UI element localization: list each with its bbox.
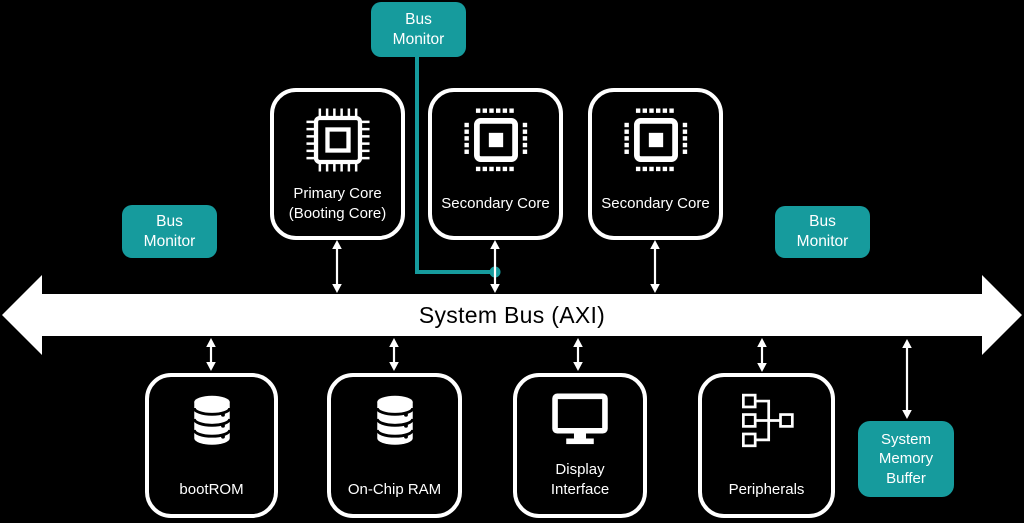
- system-memory-buffer: System Memory Buffer: [858, 421, 954, 497]
- secondary-core-1-label: Secondary Core: [441, 195, 550, 213]
- node-onchip-ram: On-Chip RAM: [327, 373, 462, 518]
- bus-monitor-right: Bus Monitor: [775, 206, 870, 258]
- node-peripherals: Peripherals: [698, 373, 835, 518]
- peripherals-label: Peripherals: [728, 481, 805, 499]
- connector-arrow-bootrom: [206, 338, 216, 371]
- cpu-chip-dots-icon: [463, 108, 527, 172]
- bus-monitor-left: Bus Monitor: [122, 205, 217, 258]
- connector-arrow-peripherals: [757, 338, 767, 372]
- bus-monitor-tap-line: [415, 56, 495, 274]
- onchip-ram-label: On-Chip RAM: [347, 481, 442, 499]
- node-secondary-core-1: Secondary Core: [428, 88, 563, 240]
- connector-arrow-display: [573, 338, 583, 371]
- bus-monitor-top: Bus Monitor: [371, 2, 466, 57]
- cpu-chip-pins-icon: [305, 108, 370, 172]
- display-interface-label: Display Interface: [550, 461, 610, 499]
- node-display-interface: Display Interface: [513, 373, 647, 518]
- hierarchy-icon: [741, 393, 794, 448]
- connector-arrow-onchip-ram: [389, 338, 399, 371]
- system-memory-buffer-label: System Memory Buffer: [878, 430, 934, 487]
- node-secondary-core-2: Secondary Core: [588, 88, 723, 240]
- cpu-chip-dots-icon: [623, 108, 687, 172]
- secondary-core-2-label: Secondary Core: [601, 195, 710, 213]
- bus-monitor-top-label: Bus Monitor: [392, 10, 445, 48]
- primary-core-label: Primary Core (Booting Core): [288, 185, 387, 223]
- database-icon: [192, 395, 231, 445]
- monitor-icon: [552, 393, 608, 445]
- connector-arrow-secondary-core-1: [490, 240, 500, 293]
- connector-arrow-primary-core: [332, 240, 342, 293]
- connector-arrow-memory-buffer: [902, 339, 912, 419]
- connector-arrow-secondary-core-2: [650, 240, 660, 293]
- node-primary-core: Primary Core (Booting Core): [270, 88, 405, 240]
- node-bootrom: bootROM: [145, 373, 278, 518]
- system-bus-label: System Bus (AXI): [418, 302, 606, 328]
- bootrom-label: bootROM: [179, 481, 244, 499]
- system-bus-arrow: [2, 275, 1022, 355]
- bus-monitor-right-label: Bus Monitor: [796, 213, 849, 250]
- bus-monitor-left-label: Bus Monitor: [143, 212, 196, 250]
- database-icon: [375, 395, 414, 445]
